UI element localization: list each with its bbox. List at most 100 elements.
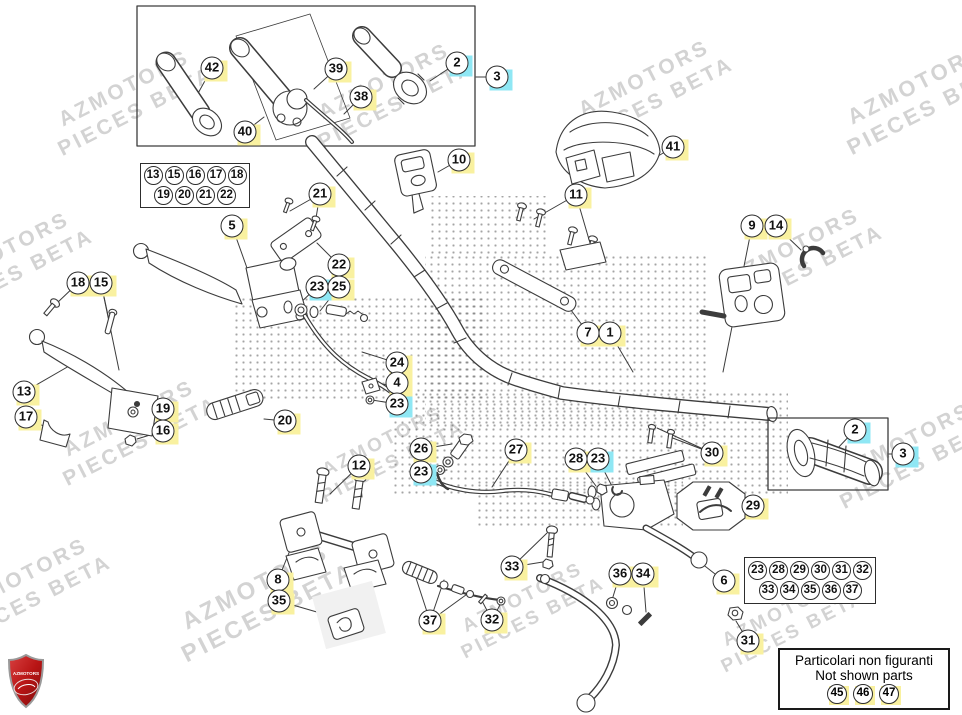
callout-number: 13 — [12, 380, 36, 404]
callout-21-9[interactable]: 21 — [308, 182, 336, 208]
callout-34-44[interactable]: 34 — [631, 562, 659, 588]
callout-17-19[interactable]: 17 — [14, 405, 42, 431]
callout-32-41[interactable]: 32 — [480, 608, 508, 634]
part-drawing-nut-31 — [727, 606, 744, 621]
callout-16-21[interactable]: 16 — [151, 419, 179, 445]
callout-3-5[interactable]: 3 — [485, 65, 513, 91]
legend-bottom-circle-32[interactable]: 32 — [853, 561, 872, 580]
callout-19-20[interactable]: 19 — [151, 397, 179, 423]
not-shown-part-45[interactable]: 45 — [827, 684, 849, 705]
callout-number: 6 — [712, 569, 736, 593]
callout-10-6[interactable]: 10 — [447, 148, 475, 174]
callout-23-12[interactable]: 23 — [305, 275, 333, 301]
callout-number: 42 — [200, 56, 224, 80]
callout-25-13[interactable]: 25 — [327, 275, 355, 301]
part-drawing-screws-11 — [516, 202, 607, 271]
callout-number: 19 — [151, 397, 175, 421]
callout-20-22[interactable]: 20 — [273, 409, 301, 435]
callout-1-27[interactable]: 1 — [598, 321, 626, 347]
callout-number: 11 — [564, 183, 588, 207]
legend-top-circle-15[interactable]: 15 — [164, 166, 184, 185]
callout-number: 41 — [661, 135, 685, 159]
part-drawing-brake-master — [132, 242, 369, 329]
callout-23-33[interactable]: 23 — [586, 447, 614, 473]
callout-29-37[interactable]: 29 — [741, 494, 769, 520]
callout-14-17[interactable]: 14 — [764, 214, 792, 240]
legend-top-circle-22[interactable]: 22 — [217, 186, 236, 205]
part-drawing-handlebar — [305, 135, 778, 422]
callout-8-38[interactable]: 8 — [266, 568, 294, 594]
callout-37-40[interactable]: 37 — [418, 609, 446, 635]
callout-27-31[interactable]: 27 — [504, 438, 532, 464]
callout-number: 3 — [891, 442, 915, 466]
callout-3-36[interactable]: 3 — [891, 442, 919, 468]
right-grip-box — [767, 417, 889, 491]
callout-12-28[interactable]: 12 — [347, 454, 375, 480]
callout-13-18[interactable]: 13 — [12, 380, 40, 406]
callout-24-23[interactable]: 24 — [385, 351, 413, 377]
callout-number: 26 — [409, 437, 433, 461]
callout-22-11[interactable]: 22 — [327, 253, 355, 279]
callout-36-43[interactable]: 36 — [608, 562, 636, 588]
callout-number: 3 — [485, 65, 509, 89]
callout-number: 46 — [853, 684, 873, 704]
not-shown-part-47[interactable]: 47 — [879, 684, 901, 705]
callout-23-25[interactable]: 23 — [385, 392, 413, 418]
legend-bottom-circle-34[interactable]: 34 — [779, 581, 799, 600]
callout-2-4[interactable]: 2 — [445, 51, 473, 77]
legend-top-circle-18[interactable]: 18 — [227, 166, 247, 185]
callout-5-10[interactable]: 5 — [220, 214, 248, 240]
legend-bottom-circle-29[interactable]: 29 — [790, 561, 809, 580]
callout-38-2[interactable]: 38 — [349, 85, 377, 111]
legend-bottom-circle-33[interactable]: 33 — [758, 581, 778, 600]
callout-6-45[interactable]: 6 — [712, 569, 740, 595]
callout-number: 22 — [327, 253, 351, 277]
part-drawing-hose-27 — [425, 433, 595, 505]
part-drawing-switch-10 — [394, 149, 437, 214]
legend-top-circle-16[interactable]: 16 — [185, 166, 205, 185]
legend-bottom-circle-23[interactable]: 23 — [748, 561, 767, 580]
callout-number: 5 — [220, 214, 244, 238]
callout-40-3[interactable]: 40 — [233, 120, 261, 146]
callout-26-29[interactable]: 26 — [409, 437, 437, 463]
callout-number: 30 — [700, 441, 724, 465]
part-drawing-master-6 — [587, 423, 708, 569]
callout-number: 18 — [66, 271, 90, 295]
legend-bottom-circle-35[interactable]: 35 — [800, 581, 820, 600]
callout-39-1[interactable]: 39 — [324, 57, 352, 83]
callout-28-32[interactable]: 28 — [564, 447, 592, 473]
callout-number: 21 — [308, 182, 332, 206]
callout-number: 32 — [480, 608, 504, 632]
part-drawing-perch-33 — [536, 525, 652, 713]
callout-31-46[interactable]: 31 — [736, 629, 764, 655]
legend-bottom-circle-37[interactable]: 37 — [842, 581, 862, 600]
callout-7-26[interactable]: 7 — [576, 321, 604, 347]
legend-top-circle-13[interactable]: 13 — [143, 166, 163, 185]
legend-top-circle-17[interactable]: 17 — [206, 166, 226, 185]
callout-11-8[interactable]: 11 — [564, 183, 592, 209]
callout-30-34[interactable]: 30 — [700, 441, 728, 467]
callout-35-39[interactable]: 35 — [267, 589, 295, 615]
not-shown-part-46[interactable]: 46 — [853, 684, 875, 705]
callout-23-30[interactable]: 23 — [409, 460, 437, 486]
legend-top-circle-20[interactable]: 20 — [175, 186, 194, 205]
legend-bottom-circle-31[interactable]: 31 — [832, 561, 851, 580]
legend-bottom-circle-30[interactable]: 30 — [811, 561, 830, 580]
legend-bottom-circle-36[interactable]: 36 — [821, 581, 841, 600]
callout-number: 2 — [445, 51, 469, 75]
legend-bottom-circle-28[interactable]: 28 — [769, 561, 788, 580]
part-drawing-left-grip — [155, 51, 223, 137]
callout-number: 1 — [598, 321, 622, 345]
callout-9-16[interactable]: 9 — [740, 214, 768, 240]
callout-4-24[interactable]: 4 — [385, 371, 413, 397]
callout-15-15[interactable]: 15 — [89, 271, 117, 297]
callout-42-0[interactable]: 42 — [200, 56, 228, 82]
callout-41-7[interactable]: 41 — [661, 135, 689, 161]
callout-2-35[interactable]: 2 — [843, 418, 871, 444]
callout-18-14[interactable]: 18 — [66, 271, 94, 297]
legend-top-circle-19[interactable]: 19 — [154, 186, 173, 205]
callout-number: 28 — [564, 447, 588, 471]
legend-top-circle-21[interactable]: 21 — [196, 186, 215, 205]
callout-33-42[interactable]: 33 — [500, 555, 528, 581]
